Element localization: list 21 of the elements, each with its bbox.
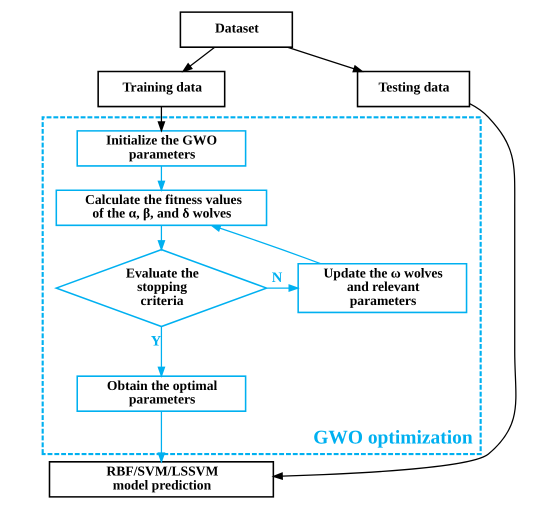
edge-label: Y — [150, 334, 161, 350]
arrow — [156, 166, 165, 192]
arrow — [209, 224, 320, 264]
arrow — [156, 326, 165, 378]
node-diamond: Evaluate the stopping criteria — [54, 248, 268, 328]
node-box: RBF/SVM/LSSVM model prediction — [48, 461, 274, 498]
node-box: Update the ω wolves and relevant parameters — [296, 262, 467, 314]
node-box: Obtain the optimal parameters — [76, 375, 246, 412]
arrow — [181, 46, 215, 73]
edge-label: N — [271, 270, 282, 286]
arrow — [266, 284, 300, 292]
arrow — [156, 225, 165, 252]
node-box: Testing data — [356, 70, 470, 108]
arrow — [286, 46, 364, 72]
node-box: Calculate the fitness values of the α, β, and δ wolves — [55, 189, 267, 226]
arrow — [156, 106, 165, 133]
arrow — [271, 103, 516, 480]
node-box: Training data — [96, 70, 225, 108]
arrow — [156, 412, 165, 464]
node-box: Initialize the GWO parameters — [76, 130, 246, 167]
node-box: Dataset — [179, 11, 293, 48]
